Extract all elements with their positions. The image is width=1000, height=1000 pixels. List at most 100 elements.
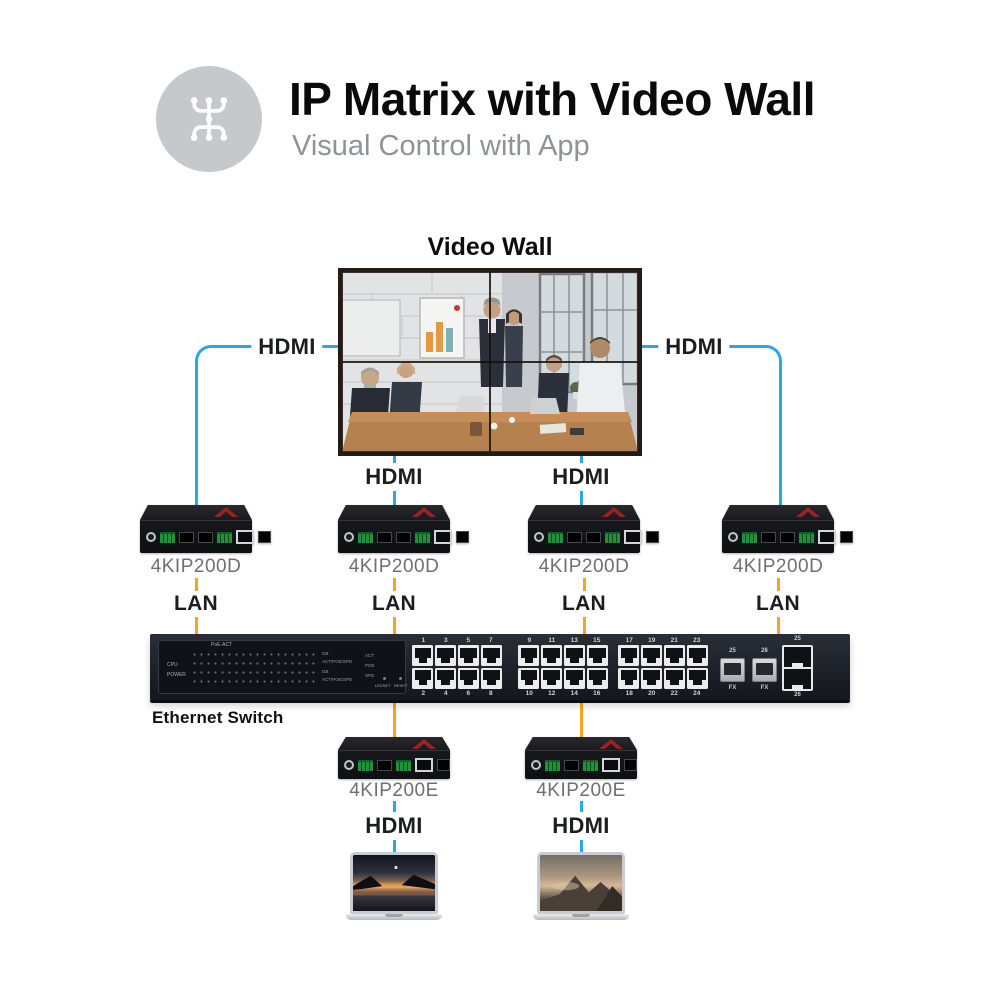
usb-port-icon (567, 531, 582, 543)
terminal-block-icon (415, 531, 430, 543)
terminal-block-icon (583, 759, 598, 771)
lan-label-1: LAN (168, 591, 224, 617)
power-port-icon (344, 760, 354, 770)
combo-port-number-bottom: 26 (794, 692, 801, 698)
device-front-panel (528, 520, 659, 553)
decoder-device-2 (338, 505, 469, 553)
hdmi-port-icon (564, 759, 579, 771)
matrix-splitter-glyph (190, 97, 228, 141)
terminal-block-icon (548, 531, 563, 543)
laptop-base (346, 914, 442, 920)
device-front-panel (338, 520, 469, 553)
combo-rj45-ports (782, 645, 813, 691)
video-wall-display (338, 268, 642, 456)
fiber-port-icon (437, 759, 450, 771)
sfp-port-2 (752, 658, 777, 682)
rj45-port (457, 645, 480, 666)
rj45-port (434, 667, 457, 689)
rj45-port (480, 667, 502, 689)
terminal-block-icon (545, 759, 560, 771)
brand-logo-icon (411, 507, 437, 517)
brand-logo-icon (213, 507, 239, 517)
lan-port-icon (624, 530, 642, 544)
decoder-model-label-2: 4KIP200D (348, 556, 440, 577)
hdmi-label-4: HDMI (545, 463, 617, 491)
terminal-block-icon (160, 531, 175, 543)
decoder-device-3 (528, 505, 659, 553)
usb-port-icon (179, 531, 194, 543)
rj45-port (640, 667, 663, 689)
terminal-block-icon (358, 759, 373, 771)
usb-port-icon (377, 531, 392, 543)
power-port-icon (531, 760, 541, 770)
rj45-port (586, 645, 608, 666)
usb-port-icon (780, 531, 795, 543)
rj45-grid (412, 645, 502, 689)
power-port-icon (728, 532, 738, 542)
usb-port-icon (396, 531, 411, 543)
led-cpu-label: CPU (167, 662, 178, 668)
decoder-model-label-3: 4KIP200D (538, 556, 630, 577)
device-top-panel (338, 737, 450, 750)
rj45-port (434, 645, 457, 666)
fiber-port-icon (624, 759, 637, 771)
decoder-model-label-1: 4KIP200D (150, 556, 242, 577)
laptop-screen (537, 852, 625, 914)
device-top-panel (140, 505, 252, 520)
laptop-source-1 (346, 852, 442, 922)
lan-port-icon (236, 530, 254, 544)
encoder-model-label-1: 4KIP200E (349, 780, 439, 801)
led-row-label: ACT/POE/SPD (322, 659, 353, 664)
laptop-source-2 (533, 852, 629, 922)
brand-logo-icon (598, 739, 624, 749)
led-row-label: GB (322, 669, 329, 674)
brand-logo-icon (601, 507, 627, 517)
brand-logo-icon (411, 739, 437, 749)
sfp-port-number-1: 25 (729, 648, 736, 654)
laptop-wallpaper-mountains (540, 855, 622, 911)
combo-port-number-top: 25 (794, 636, 801, 642)
power-port-icon (344, 532, 354, 542)
terminal-block-icon (396, 759, 411, 771)
power-port-icon (146, 532, 156, 542)
led-status-label: POE (365, 663, 375, 668)
table-items (456, 396, 584, 436)
terminal-block-icon (217, 531, 232, 543)
rj45-port (663, 645, 686, 666)
led-status-label: ACT (365, 653, 374, 658)
led-row-label: GB (322, 651, 329, 656)
led-status-label: SPD (365, 673, 375, 678)
device-top-panel (528, 505, 640, 520)
lan-cable-encoder-2 (579, 700, 583, 737)
rj45-port (518, 645, 540, 666)
rj45-port (540, 667, 563, 689)
decoder-device-1 (140, 505, 271, 553)
fiber-port-icon (456, 531, 469, 543)
device-front-panel (338, 750, 450, 779)
page-subtitle: Visual Control with App (292, 130, 590, 162)
fiber-port-icon (258, 531, 271, 543)
rj45-port (640, 645, 663, 666)
rj45-grid (618, 645, 708, 689)
lan-label-3: LAN (556, 591, 612, 617)
lan-port-icon (434, 530, 452, 544)
usb-port-icon (586, 531, 601, 543)
led-group-label: PoE-ACT (211, 642, 233, 648)
decoder-device-4 (722, 505, 853, 553)
ledset-button (383, 677, 386, 680)
rj45-port (686, 667, 708, 689)
video-wall-title: Video Wall (427, 233, 553, 261)
encoder-model-label-2: 4KIP200E (536, 780, 626, 801)
rj45-port (457, 667, 480, 689)
fiber-port-icon (840, 531, 853, 543)
device-top-panel (525, 737, 637, 750)
brand-logo-icon (795, 507, 821, 517)
